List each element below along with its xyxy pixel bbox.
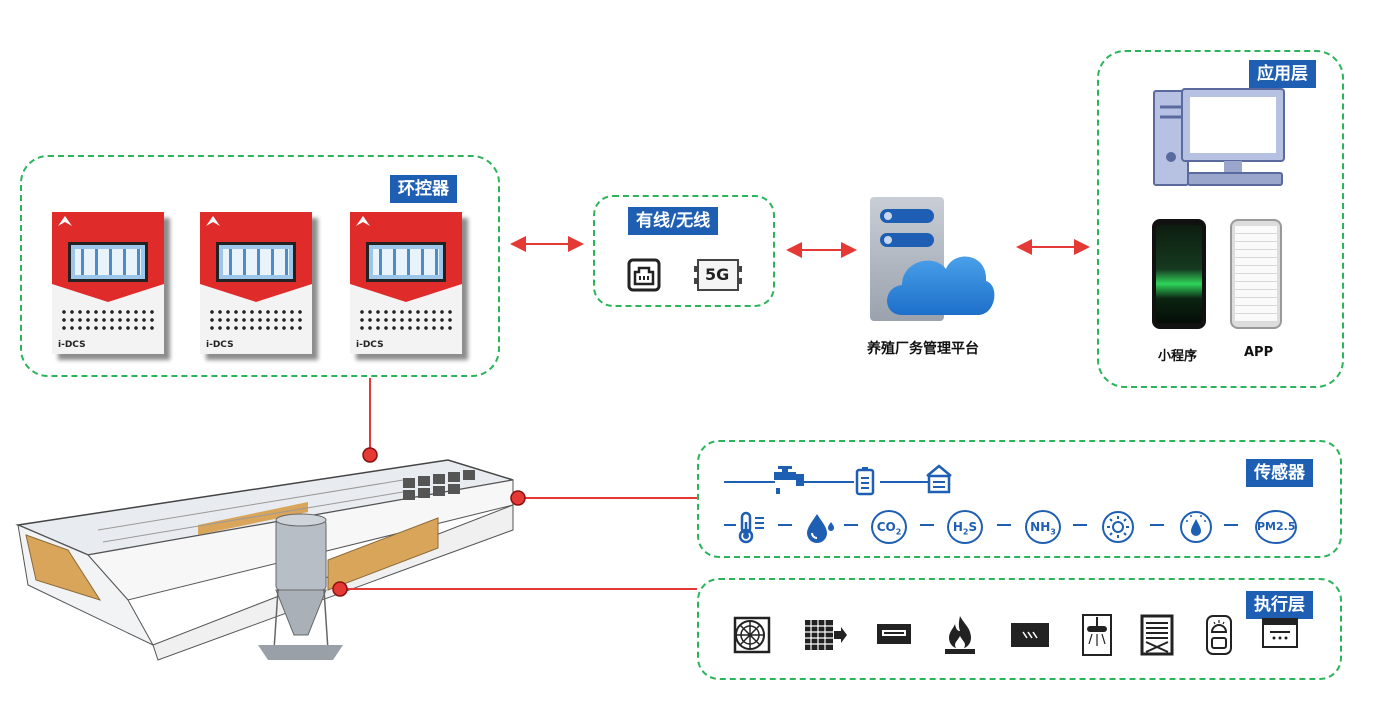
controller-unit-2: i-DCS: [200, 212, 312, 354]
ethernet-port-icon: [627, 258, 661, 292]
sensor-group-tag: 传感器: [1246, 459, 1313, 487]
mini-program-screen: [1156, 225, 1202, 323]
h2s-label-h: H: [952, 520, 963, 534]
pm25-label: PM2.5: [1257, 520, 1296, 533]
feed-bin-icon: [926, 464, 952, 494]
application-group-tag: 应用层: [1249, 60, 1316, 88]
controller-group: [20, 155, 500, 377]
controller-screen: [366, 242, 446, 282]
co2-icon: CO2: [871, 510, 907, 544]
pressure-icon: [1180, 511, 1212, 543]
poultry-barn-illustration: [15, 459, 514, 661]
controller-brand: i-DCS: [58, 340, 86, 350]
nh3-sub: 3: [1050, 527, 1056, 537]
co2-sub: 2: [895, 527, 902, 537]
actuator-group: [697, 578, 1342, 680]
mini-program-phone-icon: [1152, 219, 1206, 329]
fan-icon: [733, 616, 771, 654]
feed-scale-icon: [855, 467, 875, 496]
5g-module-icon: 5G: [694, 256, 742, 294]
sensor-row2-dashes: [724, 524, 1238, 526]
humidity-icon: [807, 514, 834, 543]
sensor-group: [697, 440, 1342, 558]
curtain-icon: [1011, 623, 1049, 647]
controller-brand: i-DCS: [356, 340, 384, 350]
mini-program-label: 小程序: [1158, 349, 1198, 364]
controller-indicator-leds: [208, 308, 304, 332]
lamp-icon: [1206, 615, 1232, 655]
controller-screen: [216, 242, 296, 282]
controller-indicator-leds: [358, 308, 454, 332]
h2s-sub: 2: [962, 527, 969, 537]
barn-point-actuators: [332, 581, 348, 597]
cooling-pad-icon: [805, 620, 847, 650]
water-tap-icon: [774, 466, 804, 494]
nh3-icon: NH3: [1025, 510, 1061, 544]
actuator-group-tag: 执行层: [1246, 591, 1313, 619]
controller-screen: [68, 242, 148, 282]
air-inlet-icon: [877, 624, 911, 644]
brand-logo-icon: [206, 216, 220, 226]
nh3-label: NH: [1030, 520, 1051, 534]
co2-label: CO: [876, 520, 896, 534]
brand-logo-icon: [356, 216, 370, 226]
controller-unit-1: i-DCS: [52, 212, 164, 354]
sensor-row1-line: [724, 481, 928, 483]
light-icon: [1102, 511, 1134, 543]
controller-unit-3: i-DCS: [350, 212, 462, 354]
server-cloud-icon: [870, 197, 995, 321]
ceiling-vent-icon: [1262, 618, 1298, 648]
barn-point-controller: [362, 447, 378, 463]
app-screen: [1235, 226, 1277, 322]
network-group: [593, 195, 775, 307]
cooling-cell-icon: [1140, 614, 1174, 656]
h2s-icon: H2S: [947, 510, 983, 544]
controller-brand: i-DCS: [206, 340, 234, 350]
app-label: APP: [1244, 345, 1274, 360]
brand-logo-icon: [58, 216, 72, 226]
sprinkler-icon: [1082, 614, 1112, 656]
desktop-computer-icon: [1153, 88, 1285, 186]
heater-flame-icon: [945, 616, 975, 654]
controller-group-tag: 环控器: [390, 175, 457, 203]
5g-label: 5G: [705, 265, 730, 284]
application-group: [1097, 50, 1344, 388]
pm25-icon: PM2.5: [1255, 510, 1297, 544]
temperature-icon: [738, 511, 764, 544]
barn-point-sensors: [510, 490, 526, 506]
controller-indicator-leds: [60, 308, 156, 332]
platform-label: 养殖厂务管理平台: [867, 341, 979, 357]
app-phone-icon: [1230, 219, 1282, 329]
network-group-tag: 有线/无线: [628, 207, 719, 235]
h2s-label-s: S: [968, 520, 978, 534]
